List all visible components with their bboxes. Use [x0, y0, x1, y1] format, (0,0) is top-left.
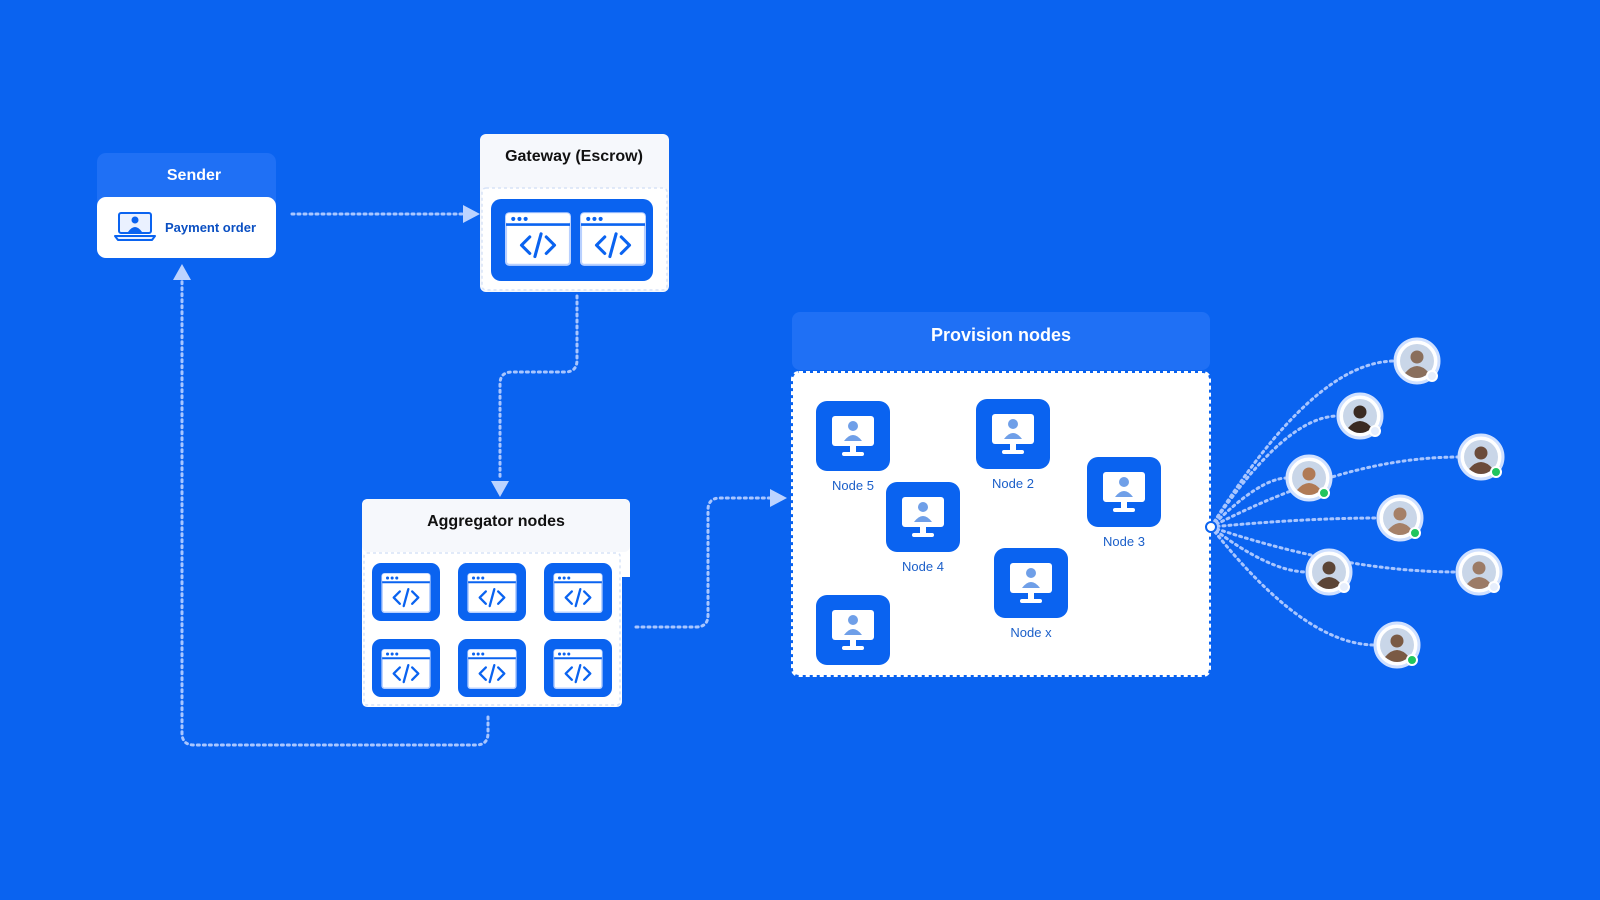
user-connector: [1209, 525, 1377, 647]
user-avatar[interactable]: [1305, 548, 1353, 596]
status-dot: [1488, 581, 1500, 593]
user-avatar[interactable]: [1393, 337, 1441, 385]
user-connector: [1209, 414, 1340, 529]
code-window-icon: [381, 649, 431, 689]
monitor-user-icon: [976, 399, 1050, 469]
aggregator-node-tile[interactable]: [544, 639, 612, 697]
status-dot: [1369, 425, 1381, 437]
user-connector: [1209, 525, 1309, 574]
provision-node[interactable]: Node 5: [816, 401, 890, 493]
aggregator-node-tile[interactable]: [372, 563, 440, 621]
gateway-panel: Gateway (Escrow): [480, 134, 669, 292]
monitor-user-icon: [1087, 457, 1161, 527]
user-connectors: [1209, 359, 1461, 647]
arrowhead-gateway: [463, 205, 480, 223]
user-avatar[interactable]: [1373, 621, 1421, 669]
status-dot: [1409, 527, 1421, 539]
monitor-user-icon: [886, 482, 960, 552]
connector-aggregator-sender: [180, 274, 490, 747]
user-connector: [1209, 359, 1397, 529]
provision-node-list: Node 5 Node 2 Node 4 Node 3 Node x: [816, 399, 1161, 665]
code-window-icon: [580, 212, 646, 266]
code-window-icon: [467, 649, 517, 689]
status-dot: [1338, 581, 1350, 593]
provision-node[interactable]: Node 4: [886, 482, 960, 574]
aggregator-code-grid: [372, 563, 612, 697]
connectors: [180, 212, 772, 747]
status-dot: [1490, 466, 1502, 478]
user-avatar[interactable]: [1457, 433, 1505, 481]
arrowhead-provision: [770, 489, 787, 507]
code-window-icon: [467, 573, 517, 613]
monitor-user-icon: [816, 595, 890, 665]
fanout-hub: [1205, 521, 1217, 533]
aggregator-title: Aggregator nodes: [427, 513, 565, 530]
code-window-icon: [553, 649, 603, 689]
aggregator-panel: Aggregator nodes: [362, 499, 630, 707]
arrowhead-sender: [173, 264, 191, 280]
aggregator-node-tile[interactable]: [372, 639, 440, 697]
status-dot: [1318, 487, 1330, 499]
provision-node-label: Node 3: [1103, 534, 1145, 549]
provision-node-label: Node 2: [992, 476, 1034, 491]
arrowhead-aggregator: [491, 481, 509, 497]
code-window-icon: [553, 573, 603, 613]
monitor-user-icon: [816, 401, 890, 471]
sender-title: Sender: [167, 167, 221, 184]
connector-aggregator-provision: [634, 496, 772, 629]
connector-gateway-aggregator: [498, 294, 579, 482]
provision-node[interactable]: [816, 595, 890, 665]
code-window-icon: [505, 212, 571, 266]
aggregator-node-tile[interactable]: [544, 563, 612, 621]
gateway-title: Gateway (Escrow): [505, 148, 643, 165]
user-avatar[interactable]: [1336, 392, 1384, 440]
aggregator-node-tile[interactable]: [458, 639, 526, 697]
provision-node-label: Node 5: [832, 478, 874, 493]
provision-node-label: Node 4: [902, 559, 944, 574]
payment-order-label: Payment order: [165, 220, 256, 235]
user-avatar-list: [1285, 337, 1505, 669]
arrowheads: [173, 205, 787, 507]
aggregator-node-tile[interactable]: [458, 563, 526, 621]
laptop-user-icon: [114, 212, 156, 241]
user-avatar[interactable]: [1455, 548, 1503, 596]
code-window-icon: [381, 573, 431, 613]
provision-node[interactable]: Node x: [994, 548, 1068, 640]
user-connector: [1209, 476, 1289, 529]
monitor-user-icon: [994, 548, 1068, 618]
provision-panel: Provision nodes Node 5 Node 2 Node 4 Node 3…: [791, 312, 1211, 677]
user-connector: [1209, 455, 1461, 529]
provision-node[interactable]: Node 3: [1087, 457, 1161, 549]
user-avatar[interactable]: [1376, 494, 1424, 542]
user-avatar[interactable]: [1285, 454, 1333, 502]
provision-title: Provision nodes: [931, 325, 1071, 345]
user-connector: [1209, 516, 1380, 529]
provision-node[interactable]: Node 2: [976, 399, 1050, 491]
status-dot: [1426, 370, 1438, 382]
status-dot: [1406, 654, 1418, 666]
sender-panel: Sender Payment order: [97, 153, 276, 258]
provision-node-label: Node x: [1010, 625, 1052, 640]
